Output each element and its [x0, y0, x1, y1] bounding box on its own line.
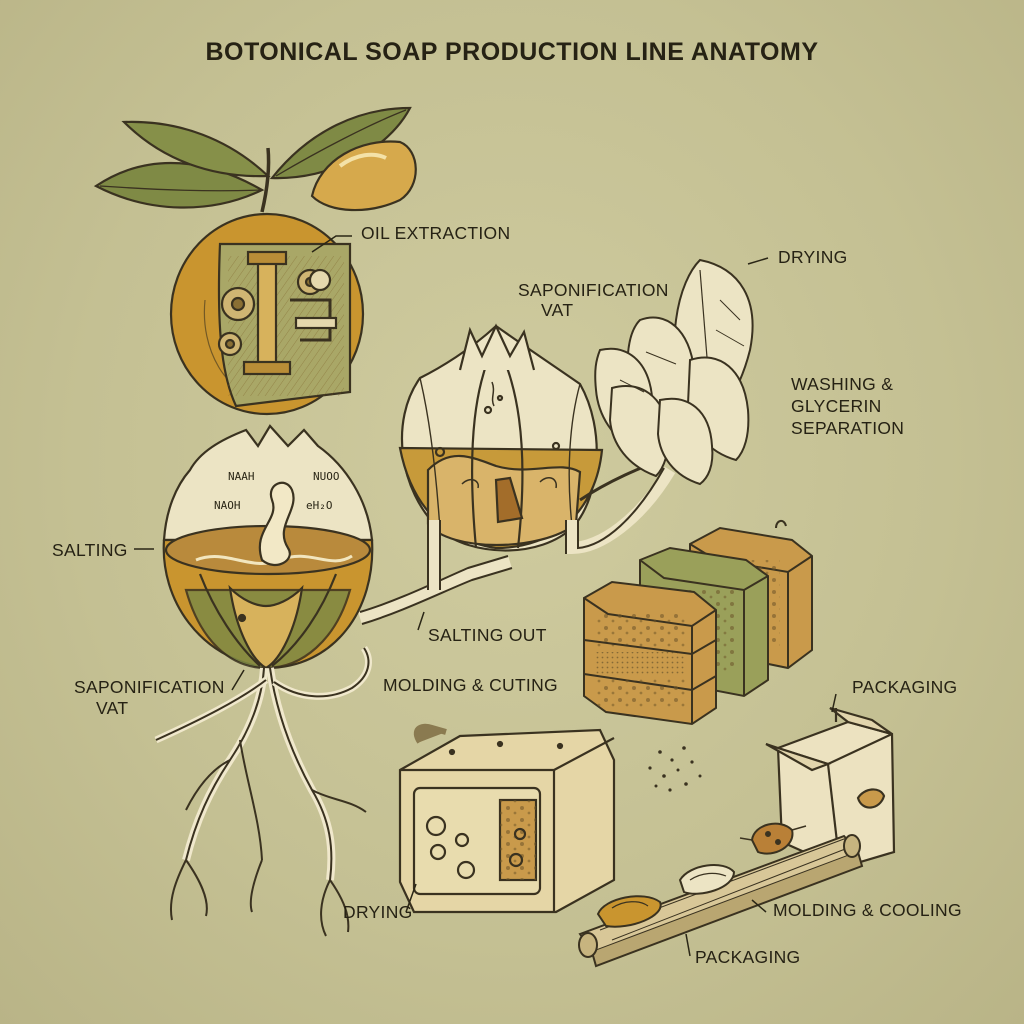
label-packaging-bottom: PACKAGING: [695, 947, 801, 967]
conveyor-belt: [578, 822, 864, 968]
label-washing-line2: GLYCERIN: [791, 396, 882, 416]
label-saponification-vat-bottom-line2: VAT: [96, 698, 129, 718]
label-salting: SALTING: [52, 540, 128, 560]
leader-lines: [134, 235, 837, 957]
label-drying-top: DRYING: [778, 247, 848, 267]
diagram-title: BOTONICAL SOAP PRODUCTION LINE ANATOMY: [205, 38, 819, 66]
salting-vessel: [162, 424, 374, 670]
chem-label-eho: eH₂O: [306, 499, 333, 512]
oil-extraction-fruit: [93, 106, 417, 416]
roots: [154, 646, 372, 937]
packaging-box: [765, 706, 896, 870]
label-saponification-vat-top-line1: SAPONIFICATION: [518, 280, 669, 300]
small-fruit: [310, 140, 417, 212]
soap-crumbs: [648, 746, 702, 792]
label-washing-line3: SEPARATION: [791, 418, 905, 438]
chem-label-naah: NAAH: [228, 470, 255, 483]
label-washing-line1: WASHING &: [791, 374, 894, 394]
label-drying-bottom: DRYING: [343, 902, 413, 922]
label-saponification-vat-bottom-line1: SAPONIFICATION: [74, 677, 225, 697]
mold-block: [398, 723, 616, 914]
label-saponification-vat-top-line2: VAT: [541, 300, 574, 320]
label-oil-extraction: OIL EXTRACTION: [361, 223, 511, 243]
saponification-bud: [398, 323, 604, 552]
leaf-upper-left: [121, 120, 271, 178]
label-salting-out: SALTING OUT: [428, 625, 547, 645]
soap-bar-stacks: [583, 520, 813, 792]
chem-label-naoh: NAOH: [214, 499, 241, 512]
label-molding-cuting: MOLDING & CUTING: [383, 675, 558, 695]
chem-label-nuoo: NUOO: [313, 470, 340, 483]
label-molding-cooling: MOLDING & COOLING: [773, 900, 962, 920]
connecting-pipes: [358, 466, 676, 625]
drying-leaf-cluster: [579, 258, 754, 502]
label-packaging-top: PACKAGING: [852, 677, 958, 697]
